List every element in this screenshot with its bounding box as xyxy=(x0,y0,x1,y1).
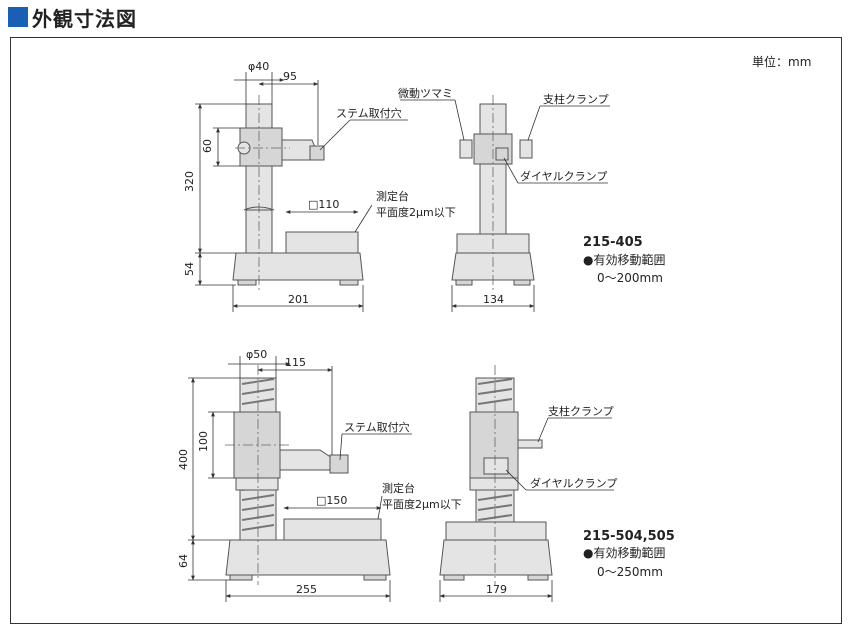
stem-arm xyxy=(279,449,333,471)
dim-width-front: 201 xyxy=(288,293,309,306)
dim-arm: 95 xyxy=(283,70,297,83)
base-foot xyxy=(363,574,387,581)
post-clamp-lever xyxy=(519,139,533,159)
base xyxy=(439,539,553,576)
post-clamp-lever xyxy=(517,439,543,449)
callout-fine-knob: 微動ツマミ xyxy=(398,86,453,100)
fine-knob xyxy=(459,139,473,159)
collar xyxy=(235,477,279,491)
measuring-stage xyxy=(285,231,359,254)
callout-stage: 測定台 xyxy=(376,189,409,203)
callout-dial-clamp: ダイヤルクランプ xyxy=(520,169,607,183)
callout-post-clamp: 支柱クランプ xyxy=(548,404,614,418)
top-front-view: φ40 95 320 54 60 201 □110 ステム取付穴 測定台 平面度… xyxy=(183,60,456,312)
dim-width-front: 255 xyxy=(296,583,317,596)
base-foot xyxy=(237,279,257,286)
range-label: ●有効移動範囲 xyxy=(583,252,665,267)
range-value: 0〜200mm xyxy=(597,271,663,285)
base-foot xyxy=(455,279,473,286)
base-foot xyxy=(527,574,549,581)
base xyxy=(225,539,391,576)
collar xyxy=(469,477,519,491)
dim-height: 320 xyxy=(183,171,196,192)
callout-post-clamp: 支柱クランプ xyxy=(543,92,609,106)
callout-dial-clamp: ダイヤルクランプ xyxy=(530,476,617,490)
dim-height: 400 xyxy=(177,449,190,470)
model-number: 215-504,505 xyxy=(583,529,675,544)
callout-flatness: 平面度2μm以下 xyxy=(376,205,456,219)
dim-phi: φ40 xyxy=(248,60,269,73)
dim-clamp-height: 100 xyxy=(197,431,210,452)
dim-phi: φ50 xyxy=(246,348,267,361)
model-number: 215-405 xyxy=(583,235,643,250)
page-title: 外観寸法図 xyxy=(32,6,137,31)
callout-stem-hole: ステム取付穴 xyxy=(336,106,402,120)
callout-stem-hole: ステム取付穴 xyxy=(344,420,410,434)
dial-clamp xyxy=(495,147,509,161)
base-foot xyxy=(513,279,531,286)
drawing-frame xyxy=(10,37,842,624)
bottom-front-view: φ50 115 400 64 100 255 □150 ステム取付穴 測定台 平… xyxy=(177,348,462,602)
unit-note: 単位：mm xyxy=(752,54,811,69)
dim-base-height: 54 xyxy=(183,262,196,276)
dim-table: □110 xyxy=(308,198,339,211)
dim-width-side: 134 xyxy=(483,293,504,306)
dial-clamp xyxy=(483,457,509,475)
base xyxy=(232,252,364,281)
bottom-side-view: 179 支柱クランプ ダイヤルクランプ xyxy=(439,365,617,602)
section-header: 外観寸法図 xyxy=(8,2,137,32)
stem-holder xyxy=(329,454,349,474)
dim-arm: 115 xyxy=(285,356,306,369)
dim-width-side: 179 xyxy=(486,583,507,596)
dim-base-height: 64 xyxy=(177,554,190,568)
range-value: 0〜250mm xyxy=(597,565,663,579)
base-foot xyxy=(443,574,465,581)
base-foot xyxy=(339,279,359,286)
header-square-icon xyxy=(8,7,28,27)
top-side-view: 134 微動ツマミ 支柱クランプ ダイヤルクランプ xyxy=(398,86,610,312)
range-label: ●有効移動範囲 xyxy=(583,545,665,560)
dim-table: □150 xyxy=(316,494,347,507)
base-foot xyxy=(229,574,253,581)
callout-stage: 測定台 xyxy=(382,481,415,495)
measuring-stage xyxy=(445,521,547,541)
callout-flatness: 平面度2μm以下 xyxy=(382,497,462,511)
dim-clamp-height: 60 xyxy=(201,139,214,153)
measuring-stage xyxy=(283,518,382,541)
